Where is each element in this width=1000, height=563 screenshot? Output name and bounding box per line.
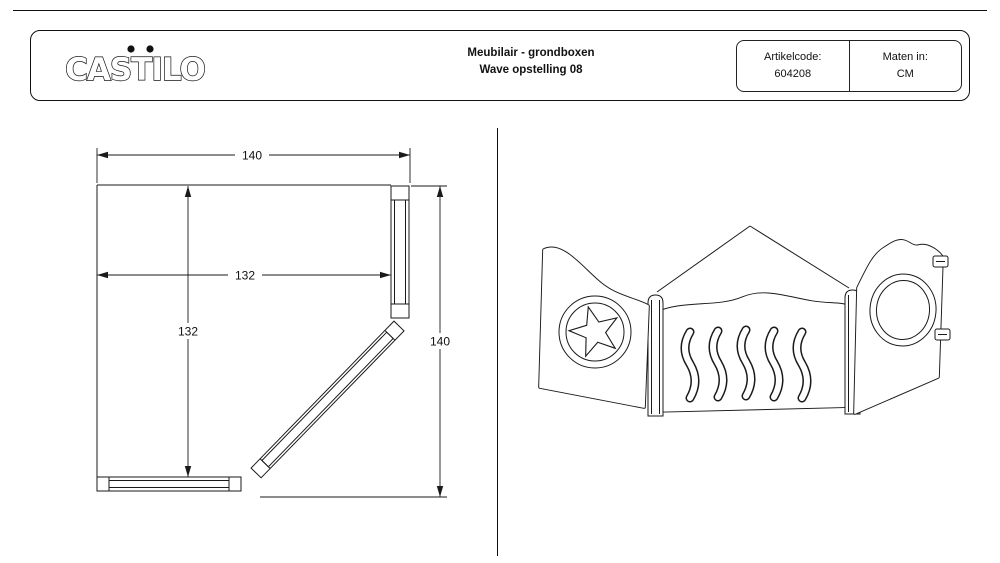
logo-text: CASTILO bbox=[65, 52, 205, 88]
middle-wave-panel bbox=[652, 292, 856, 413]
dim-right-height: 140 bbox=[430, 335, 450, 349]
info-box: Artikelcode: 604208 Maten in: CM bbox=[736, 40, 962, 92]
maten-value: CM bbox=[896, 68, 914, 80]
dim-top-width: 140 bbox=[242, 149, 262, 163]
title-block-header: CASTILO Meubilair - grondboxen Wave opst… bbox=[30, 30, 970, 101]
view-divider-line bbox=[497, 128, 499, 556]
left-post bbox=[647, 294, 664, 417]
plan-diagonal-panel bbox=[250, 320, 405, 479]
castilo-logo: CASTILO bbox=[47, 40, 227, 92]
artikelcode-cell: Artikelcode: 604208 bbox=[737, 41, 849, 91]
wave-slots bbox=[680, 325, 812, 403]
maten-cell: Maten in: CM bbox=[848, 41, 962, 91]
plan-dimension-arrows bbox=[97, 151, 444, 497]
plan-dimension-labels: 140 132 132 140 bbox=[171, 147, 457, 349]
corner-guide-lines bbox=[656, 225, 850, 293]
maten-label: Maten in: bbox=[882, 50, 928, 63]
right-wave-panel bbox=[853, 239, 951, 415]
isometric-view-drawing bbox=[538, 225, 951, 417]
sheet-top-border-line bbox=[13, 10, 987, 11]
artikelcode-label: Artikelcode: bbox=[764, 50, 822, 63]
hole-ring-inner bbox=[875, 280, 931, 340]
plan-right-panel bbox=[390, 185, 410, 319]
drawing-title-line2: Wave opstelling 08 bbox=[479, 63, 583, 76]
dim-inner-width: 132 bbox=[235, 269, 255, 283]
star-cutout-icon bbox=[567, 305, 619, 358]
porthole-ring-outer bbox=[558, 295, 632, 369]
drawing-title-line1: Meubilair - grondboxen bbox=[467, 47, 595, 59]
dim-inner-height: 132 bbox=[178, 325, 198, 339]
panel-clip-icon bbox=[934, 328, 951, 341]
logo-dot-icon bbox=[146, 45, 154, 53]
plan-bottom-panel bbox=[96, 476, 242, 492]
panel-clip-icon bbox=[932, 255, 949, 268]
plan-box-outline bbox=[96, 184, 391, 477]
hole-ring-outer bbox=[869, 273, 937, 347]
castilo-logo-graphic: CASTILO bbox=[64, 45, 207, 89]
plan-view-drawing: 140 132 132 140 bbox=[96, 147, 457, 498]
porthole-ring-inner bbox=[565, 302, 625, 362]
logo-dot-icon bbox=[127, 45, 135, 53]
left-wave-panel bbox=[538, 246, 650, 409]
artikelcode-value: 604208 bbox=[774, 68, 812, 80]
drawing-title: Meubilair - grondboxen Wave opstelling 0… bbox=[331, 45, 731, 78]
